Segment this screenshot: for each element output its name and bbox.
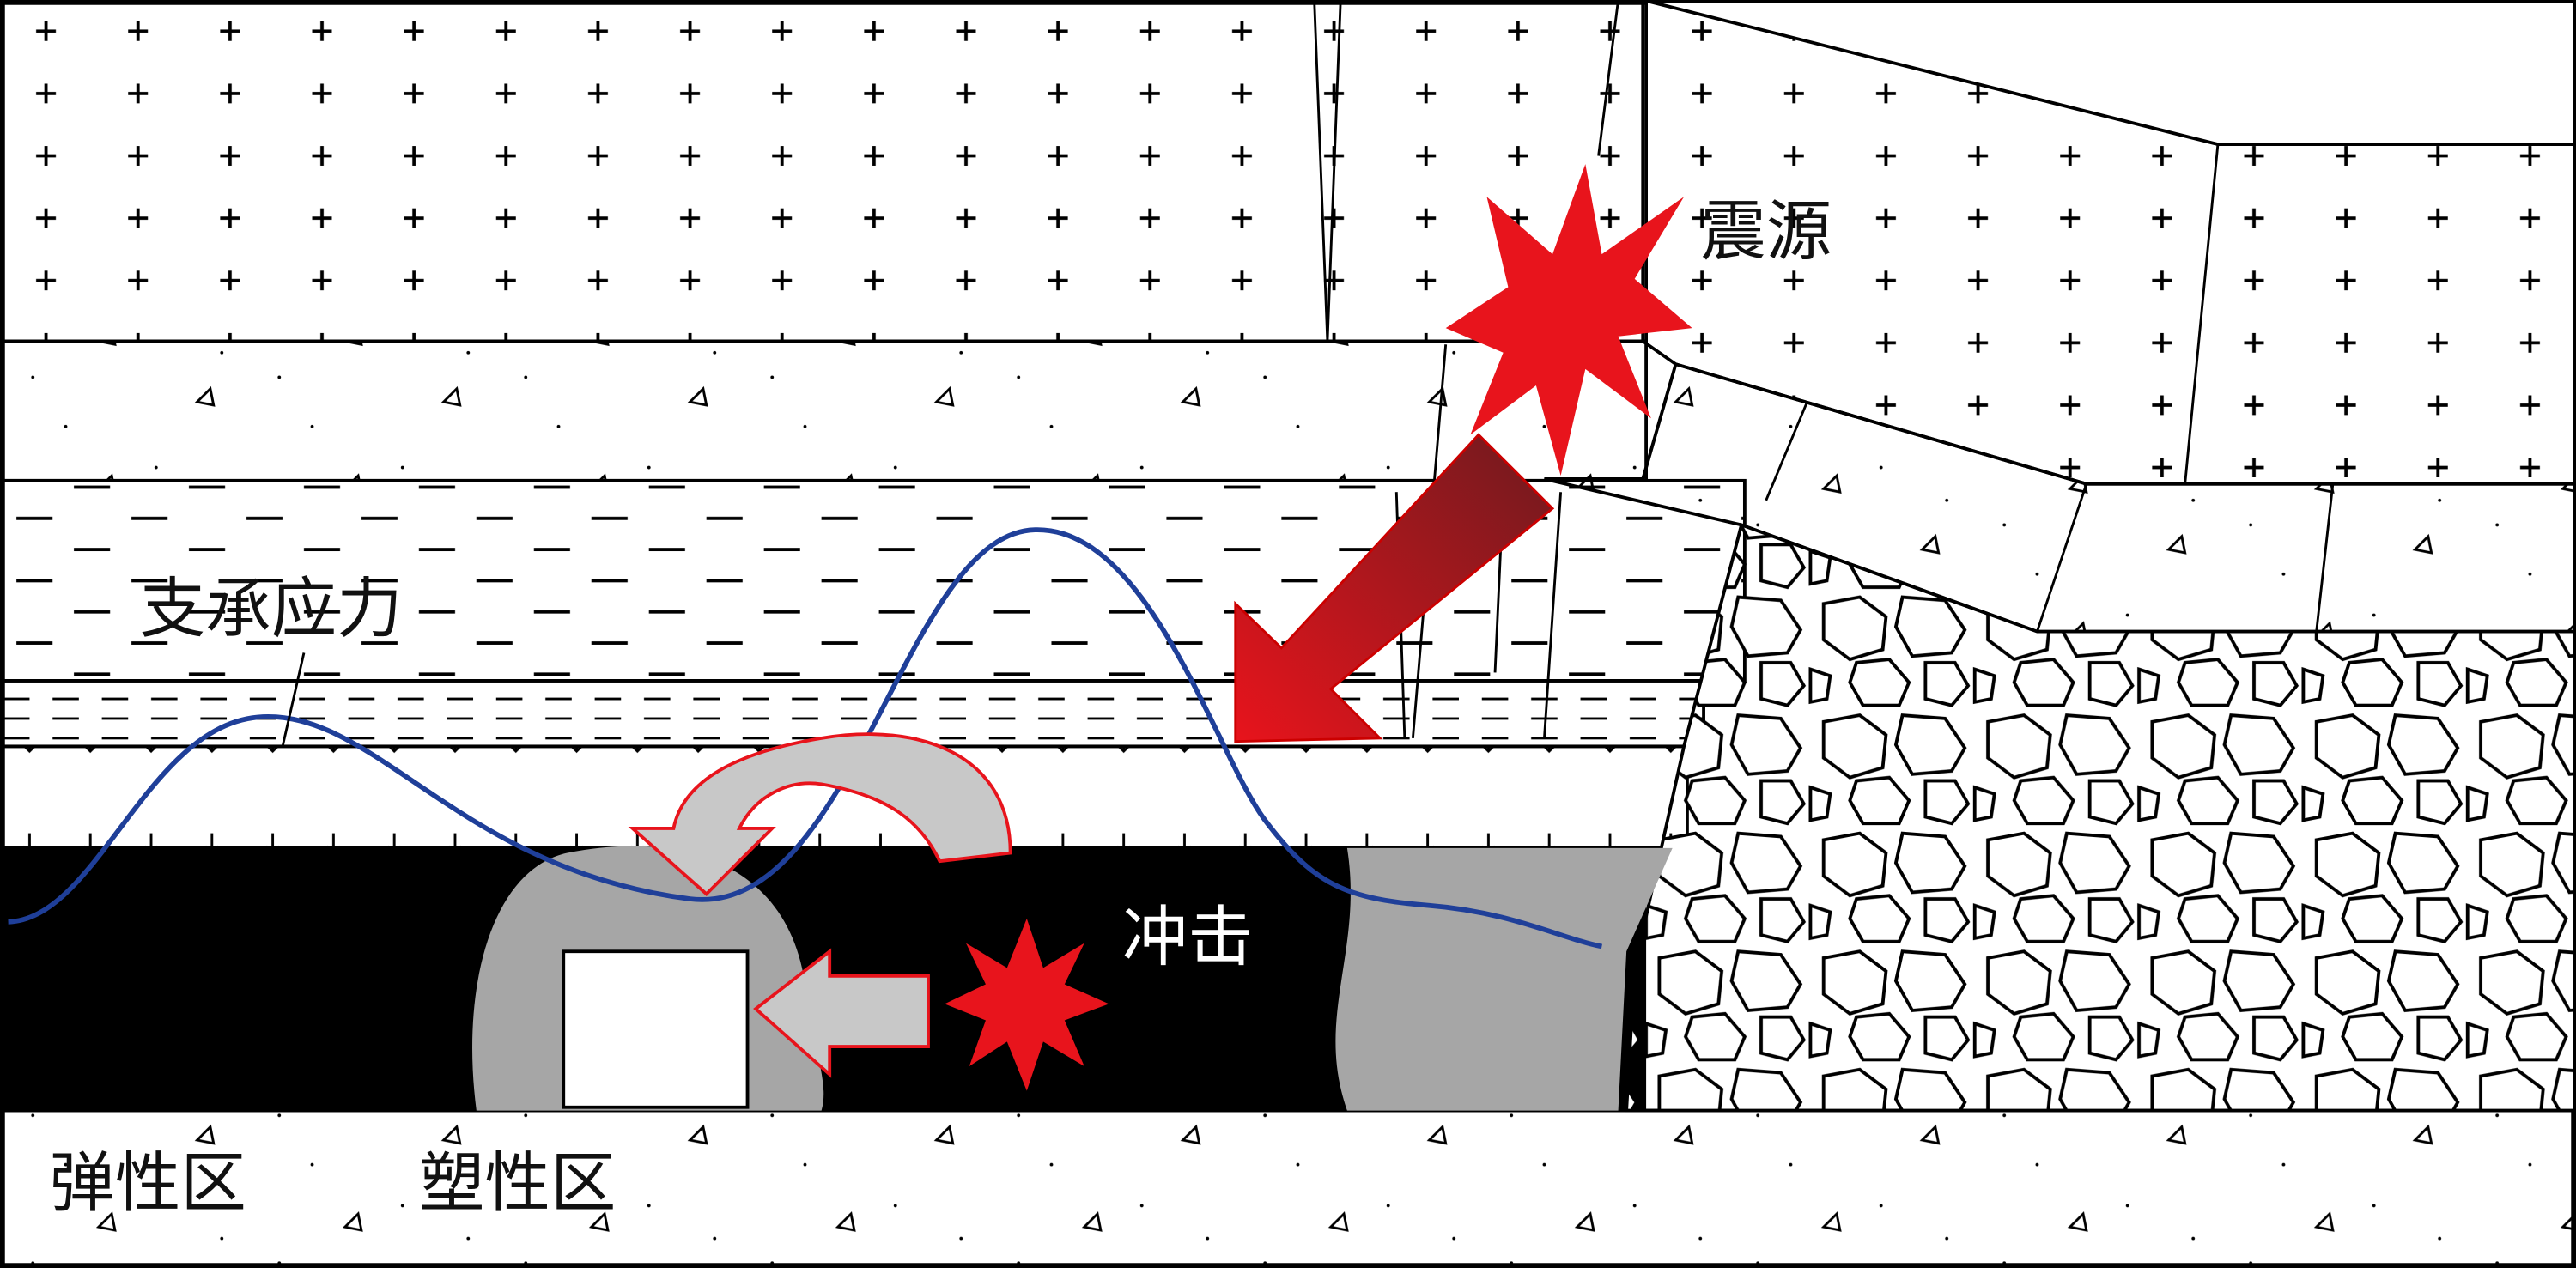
plastic-zone-label: 塑性区: [419, 1145, 617, 1222]
granite-layer: [1, 1, 1649, 343]
roadway: [562, 949, 750, 1109]
seismic-wave-arrow: [1234, 433, 1555, 743]
elastic-zone-label: 弹性区: [49, 1145, 246, 1222]
stress-transfer-arrow: [628, 732, 1012, 896]
seismic-source-label: 震源: [1700, 194, 1832, 270]
abutment-stress-label: 支承应力: [140, 572, 403, 648]
seismic-source-burst-icon: [1445, 164, 1692, 476]
plastic-zone-right: [1335, 847, 1673, 1111]
abutment-stress-curve: [8, 527, 1602, 949]
impact-label: 冲击: [1122, 900, 1254, 976]
stress-label-leader: [281, 652, 306, 747]
goaf-rubble: [1625, 522, 2576, 1113]
sandstone-layer: [1, 339, 1649, 482]
impact-arrow: [753, 948, 930, 1078]
impact-burst-icon: [945, 919, 1109, 1091]
floor-layer: [1, 1108, 2575, 1267]
